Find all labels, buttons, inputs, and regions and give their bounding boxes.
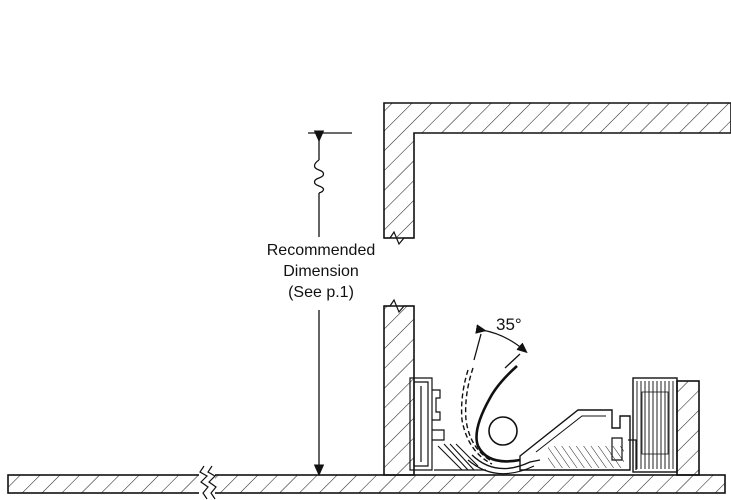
dimension-label-line3: (See p.1) [288, 284, 354, 301]
lower-wall [383, 298, 415, 476]
dimension-label-line1: Recommended [267, 242, 376, 259]
angle-annotation [473, 324, 528, 369]
right-end-block [676, 380, 700, 476]
angle-label: 35° [496, 315, 522, 334]
floor-slab [7, 465, 726, 500]
diffuser-unit [409, 365, 678, 475]
dimension-label-line2: Dimension [283, 263, 359, 280]
ceiling-and-upper-wall [383, 102, 731, 246]
dimension-line [308, 130, 352, 477]
